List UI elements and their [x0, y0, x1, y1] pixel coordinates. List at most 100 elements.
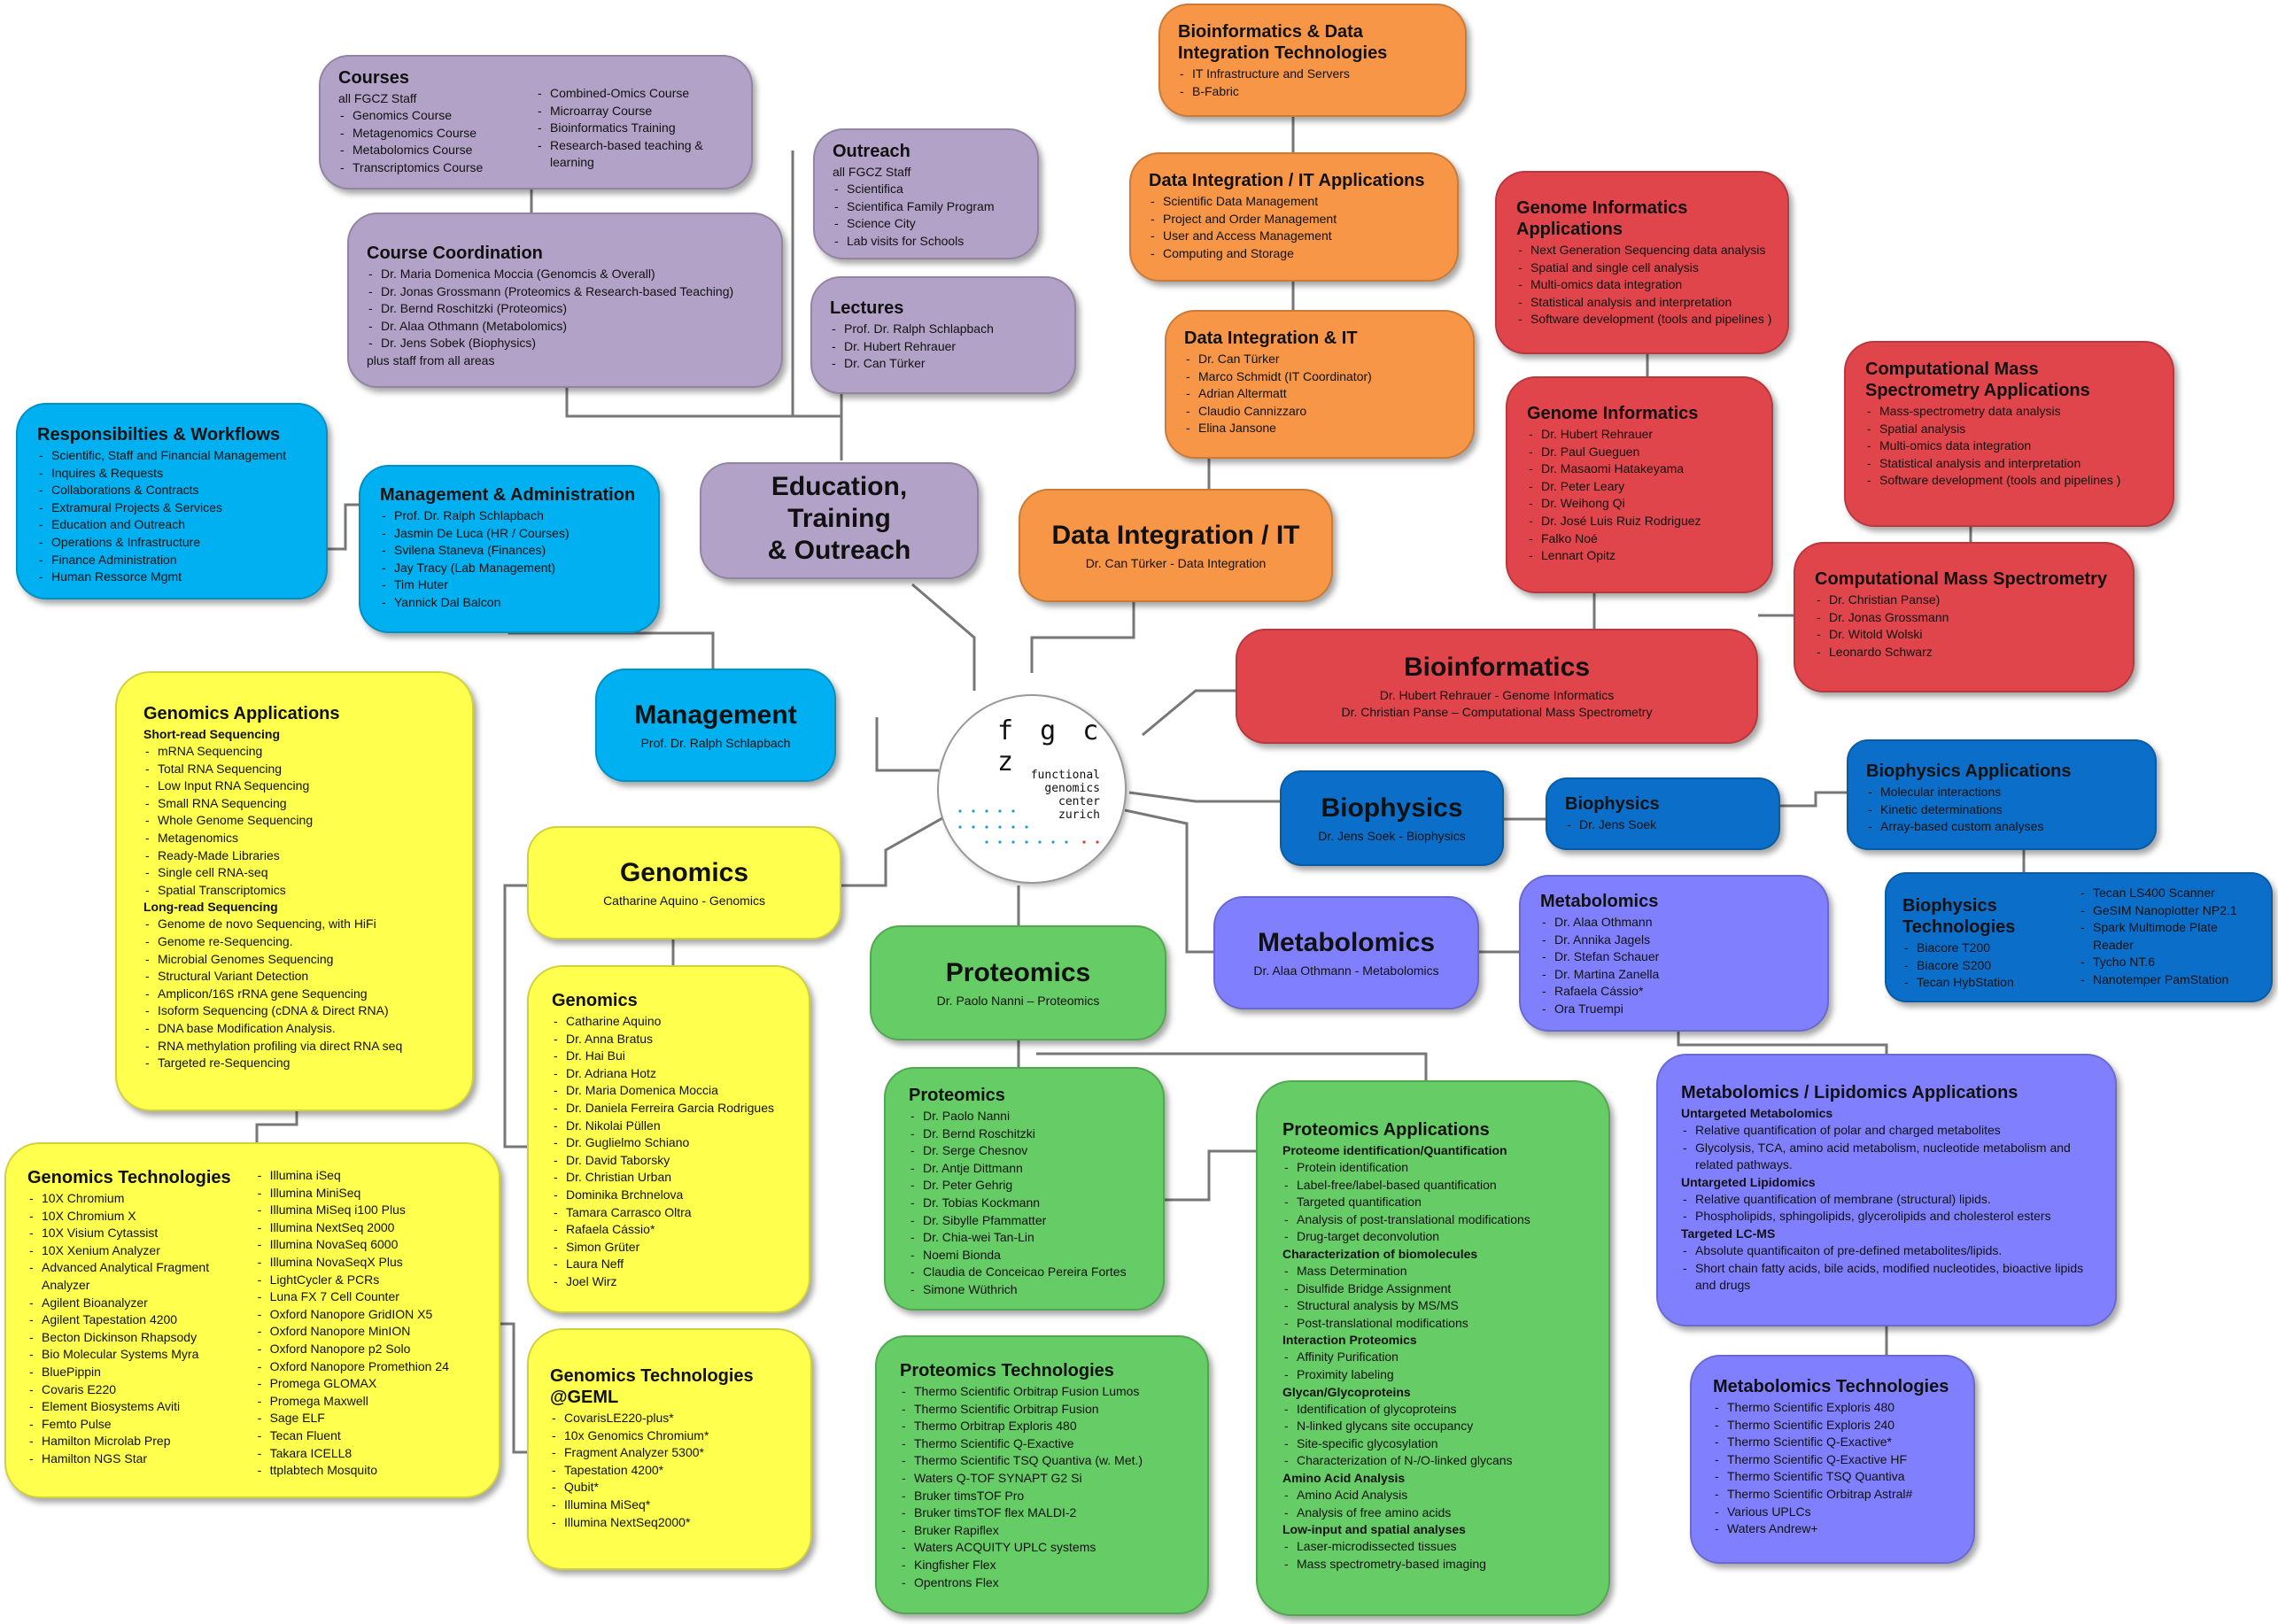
metabolomics-lipidomics-apps-box: Metabolomics / Lipidomics Applications U…	[1656, 1054, 2117, 1326]
list-item: Mass-spectrometry data analysis	[1865, 403, 2153, 421]
genomics-people-title: Genomics	[552, 991, 638, 1010]
cms-applications-list: Mass-spectrometry data analysis Spatial …	[1865, 403, 2153, 490]
proteomics-people-title: Proteomics	[909, 1086, 1005, 1105]
list-item: Operations & Infrastructure	[37, 534, 306, 552]
list-item: Post-translational modifications	[1282, 1315, 1584, 1333]
list-item: Spatial and single cell analysis	[1516, 259, 1768, 277]
list-item: Takara ICELL8	[256, 1445, 477, 1463]
list-item: Ora Truempi	[1540, 1001, 1808, 1018]
gen-apps-list-2: Genome de novo Sequencing, with HiFi Gen…	[143, 916, 446, 1071]
list-item: GeSIM Nanoplotter NP2.1	[2079, 902, 2255, 920]
list-item: Isoform Sequencing (cDNA & Direct RNA)	[143, 1002, 446, 1020]
section-heading: Characterization of biomolecules	[1282, 1246, 1478, 1261]
list-item: 10x Genomics Chromium*	[550, 1427, 789, 1445]
list-item: Affinity Purification	[1282, 1349, 1584, 1366]
list-item: Leonardo Schwarz	[1815, 644, 2113, 661]
list-item: Dr. David Taborsky	[552, 1152, 786, 1170]
education-main-node: Education, Training& Outreach	[700, 462, 979, 579]
list-item: Structural analysis by MS/MS	[1282, 1297, 1584, 1315]
list-item: User and Access Management	[1149, 228, 1439, 245]
list-item: Thermo Scientific Orbitrap Astral#	[1713, 1486, 1952, 1504]
list-item: Statistical analysis and interpretation	[1865, 455, 2153, 473]
list-item: Dr. Hubert Rehrauer	[830, 338, 1057, 356]
education-title: Education, Training& Outreach	[767, 472, 911, 565]
list-item: Ready-Made Libraries	[143, 847, 446, 865]
genome-informatics-box: Genome Informatics Dr. Hubert Rehrauer D…	[1506, 376, 1773, 593]
list-item: Biacore S200	[1902, 957, 2079, 975]
list-item: Bruker timsTOF Pro	[900, 1488, 1184, 1505]
list-item: Simon Grüter	[552, 1239, 786, 1257]
list-item: Phospholipids, sphingolipids, glycerolip…	[1681, 1208, 2092, 1226]
list-item: Metagenomics Course	[338, 125, 536, 143]
list-item: Dr. Tobias Kockmann	[909, 1195, 1140, 1212]
list-item: Illumina MiniSeq	[256, 1185, 477, 1203]
list-item: Single cell RNA-seq	[143, 864, 446, 882]
list-item: Dr. José Luis Ruiz Rodriguez	[1527, 513, 1752, 530]
list-item: Simone Wüthrich	[909, 1281, 1140, 1299]
list-item: BluePippin	[27, 1364, 245, 1381]
dit-applications-list: Scientific Data Management Project and O…	[1149, 193, 1439, 262]
list-item: Spatial analysis	[1865, 421, 2153, 438]
list-item: Luna FX 7 Cell Counter	[256, 1288, 477, 1306]
proteomics-technologies-list: Thermo Scientific Orbitrap Fusion Lumos …	[900, 1383, 1184, 1591]
list-item: Noemi Bionda	[909, 1247, 1140, 1264]
metabolomics-people-title: Metabolomics	[1540, 892, 1659, 911]
course-coordination-box: Course Coordination Dr. Maria Domenica M…	[347, 213, 783, 388]
list-item: Hamilton Microlab Prep	[27, 1433, 245, 1450]
list-item: Combined-Omics Course	[536, 85, 733, 103]
proteomics-people-list: Dr. Paolo Nanni Dr. Bernd Roschitzki Dr.…	[909, 1108, 1140, 1299]
list-item: Software development (tools and pipeline…	[1516, 311, 1771, 329]
courses-box: Courses all FGCZ Staff Genomics Course M…	[319, 55, 753, 189]
metabolomics-technologies-box: Metabolomics Technologies Thermo Scienti…	[1690, 1355, 1975, 1564]
genome-informatics-title: Genome Informatics	[1527, 404, 1699, 423]
list-item: Genome de novo Sequencing, with HiFi	[143, 916, 446, 933]
list-item: Oxford Nanopore p2 Solo	[256, 1341, 477, 1358]
dit-people-box: Data Integration & IT Dr. Can Türker Mar…	[1165, 310, 1475, 459]
list-item: Amino Acid Analysis	[1282, 1487, 1584, 1504]
prot-apps-list-1: Protein identification Label-free/label-…	[1282, 1159, 1584, 1246]
list-item: Metagenomics	[143, 830, 446, 847]
section-heading: Short-read Sequencing	[143, 727, 281, 741]
list-item: Kinetic determinations	[1866, 801, 2137, 819]
list-item: Sage ELF	[256, 1410, 477, 1427]
list-item: Thermo Scientific Q-Exactive	[900, 1435, 1184, 1453]
section-heading: Glycan/Glycoproteins	[1282, 1384, 1411, 1399]
responsibilities-list: Scientific, Staff and Financial Manageme…	[37, 447, 306, 586]
list-item: Promega Maxwell	[256, 1393, 477, 1411]
list-item: Project and Order Management	[1149, 211, 1439, 228]
genome-informatics-list: Dr. Hubert Rehrauer Dr. Paul Gueguen Dr.…	[1527, 426, 1752, 565]
list-item: Dr. Alaa Othmann (Metabolomics)	[367, 318, 763, 336]
list-item: Multi-omics data integration	[1865, 437, 2153, 455]
genomics-geml-list: CovarisLE220-plus* 10x Genomics Chromium…	[550, 1410, 789, 1531]
list-item: Research-based teaching & learning	[536, 137, 733, 172]
list-item: N-linked glycans site occupancy	[1282, 1418, 1584, 1435]
list-item: Bioinformatics Training	[536, 120, 733, 137]
list-item: Tycho NT.6	[2079, 954, 2255, 971]
list-item: Dr. Peter Leary	[1527, 478, 1752, 496]
list-item: Low Input RNA Sequencing	[143, 777, 446, 795]
lectures-box: Lectures Prof. Dr. Ralph Schlapbach Dr. …	[810, 276, 1076, 394]
list-item: Promega GLOMAX	[256, 1375, 477, 1393]
connector-mgmt-resp	[328, 503, 359, 551]
metabolomics-lipidomics-apps-title: Metabolomics / Lipidomics Applications	[1681, 1083, 2018, 1102]
list-item: Various UPLCs	[1713, 1504, 1952, 1521]
list-item: LightCycler & PCRs	[256, 1272, 477, 1289]
list-item: ttplabtech Mosquito	[256, 1462, 477, 1480]
outreach-box: Outreach all FGCZ Staff Scientifica Scie…	[813, 128, 1039, 259]
list-item: Dr. Witold Wolski	[1815, 626, 2113, 644]
proteomics-technologies-title: Proteomics Technologies	[900, 1361, 1114, 1380]
biophysics-apps-box: Biophysics Applications Molecular intera…	[1847, 739, 2157, 850]
cms-applications-title: Computational Mass Spectrometry Applicat…	[1865, 360, 2090, 400]
list-item: Scientifica Family Program	[833, 198, 1019, 216]
biophysics-main-node: Biophysics Dr. Jens Soek - Biophysics	[1280, 770, 1504, 866]
list-item: Svilena Staneva (Finances)	[380, 542, 639, 560]
list-item: Short chain fatty acids, bile acids, mod…	[1681, 1260, 2092, 1295]
list-item: Illumina NovaSeqX Plus	[256, 1254, 477, 1272]
bioinf-dit-technologies-box: Bioinformatics & Data Integration Techno…	[1158, 4, 1467, 117]
list-item: Software development (tools and pipeline…	[1865, 472, 2153, 490]
list-item: Claudia de Conceicao Pereira Fortes	[909, 1264, 1140, 1281]
list-item: Mass spectrometry-based imaging	[1282, 1556, 1584, 1574]
list-item: Thermo Scientific Exploris 240	[1713, 1417, 1952, 1435]
list-item: Agilent Tapestation 4200	[27, 1311, 245, 1329]
